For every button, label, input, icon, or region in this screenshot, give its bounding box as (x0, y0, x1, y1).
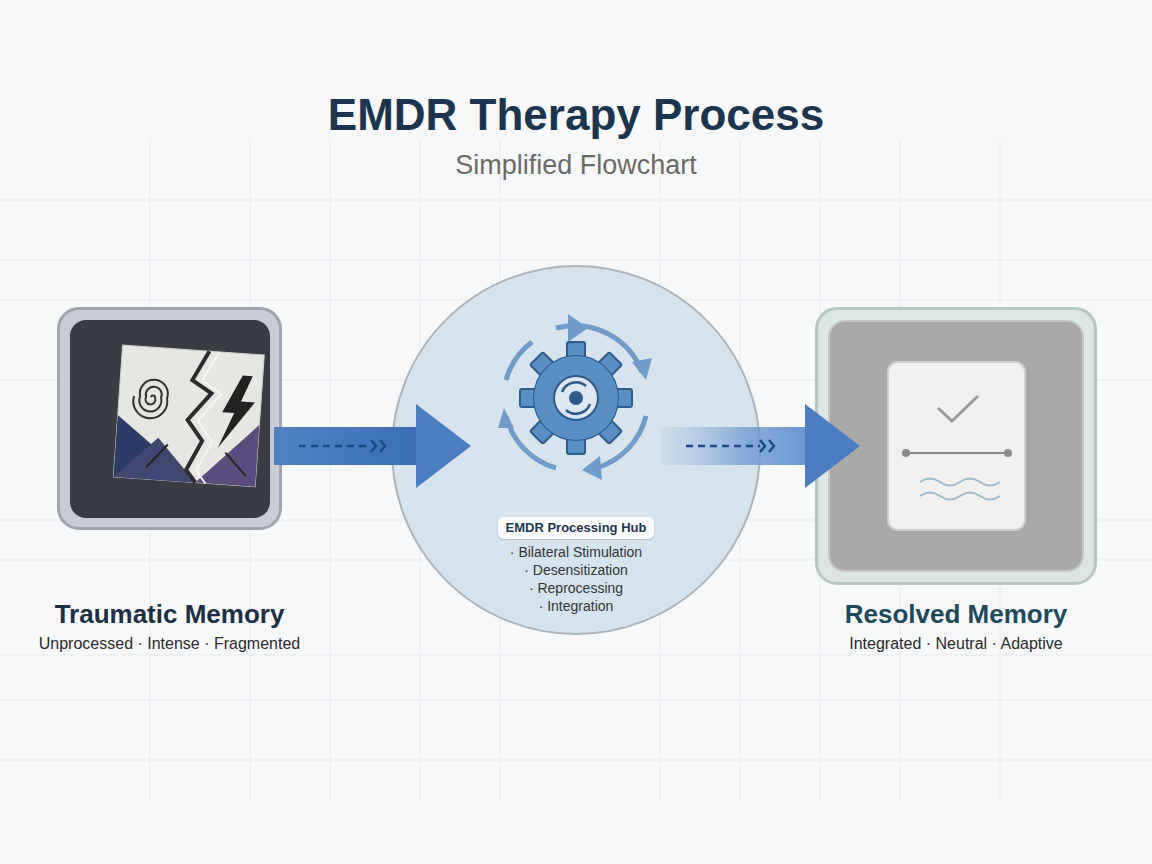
processing-circle (391, 265, 761, 635)
flow-arrow (661, 404, 860, 488)
node-heading: Traumatic Memory (0, 599, 342, 630)
memory-box (57, 307, 282, 530)
node-heading: Resolved Memory (775, 599, 1137, 630)
resolved-memory-icon (829, 321, 1083, 571)
traumatic-memory-icon (70, 320, 270, 518)
diagram-caption: Simplified Flowchart (0, 150, 1152, 181)
node-text: Integrated · Neutral · Adaptive (775, 634, 1137, 653)
node-text: Unprocessed · Intense · Fragmented (0, 634, 342, 653)
diagram-title: EMDR Therapy Process (0, 90, 1152, 140)
processing-gear-icon (498, 314, 652, 480)
flow-arrow (274, 404, 471, 488)
memory-box (815, 307, 1097, 585)
